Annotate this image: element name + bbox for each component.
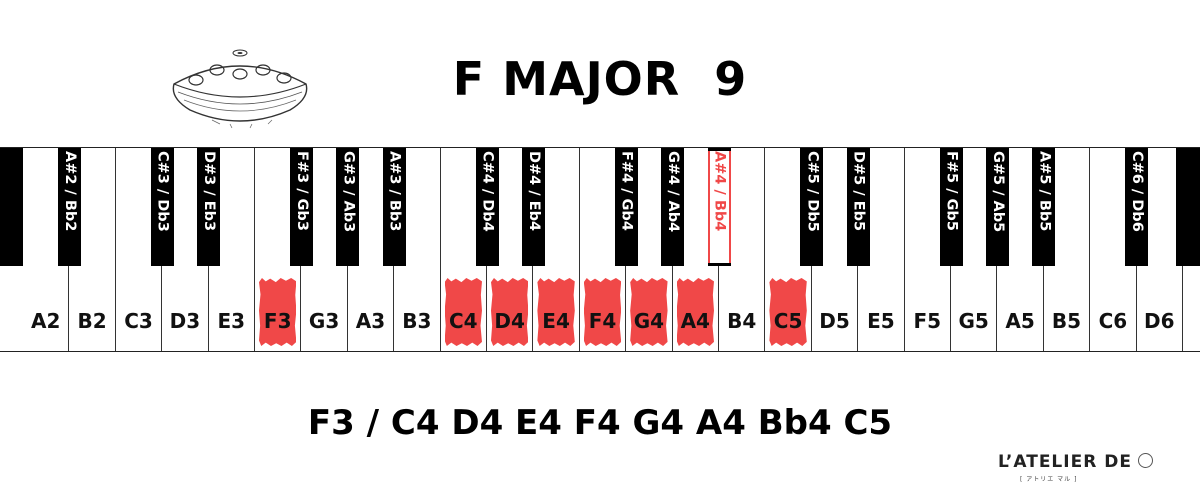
white-key-label: E5	[867, 309, 895, 333]
black-key-label: C#3 / Db3	[154, 151, 171, 232]
black-key-c-sharp4: C#4 / Db4	[475, 148, 499, 266]
black-key-a-sharp2: A#2 / Bb2	[57, 148, 81, 266]
white-key-label: C3	[124, 309, 153, 333]
black-key-label: C#5 / Db5	[804, 151, 821, 232]
black-key-label: C#4 / Db4	[479, 151, 496, 232]
scale-highlight	[583, 278, 622, 346]
white-key-label: B5	[1051, 309, 1082, 333]
white-key-label: B4	[727, 309, 757, 333]
scale-highlight	[537, 278, 575, 346]
scale-highlight	[676, 278, 714, 346]
white-key-label: D5	[819, 309, 850, 333]
piano-keyboard: A2 B2 C3 D3 E3 F3 G3 A3 B3 C4 D4 E4 F4 G4 A4 B4 C5 D5 E5 F5…	[0, 147, 1200, 352]
black-key-label: A#2 / Bb2	[61, 151, 78, 232]
black-key-a-sharp5: A#5 / Bb5	[1032, 148, 1056, 266]
white-key-label: C5	[773, 309, 803, 333]
black-key-g-sharp4: G#4 / Ab4	[661, 148, 685, 266]
brand-name: L’ATELIER DE	[998, 452, 1132, 472]
scale-notes: F3 / C4 D4 E4 F4 G4 A4 Bb4 C5	[307, 403, 893, 443]
black-key-c-sharp5: C#5 / Db5	[800, 148, 824, 266]
white-key-label: D4	[494, 309, 525, 333]
black-key-f-sharp4: F#4 / Gb4	[614, 148, 638, 266]
black-key-label: G#3 / Ab3	[340, 151, 357, 233]
white-key-b5: B5	[1043, 148, 1091, 351]
white-key-label: G5	[958, 309, 989, 333]
black-key-f-sharp3: F#3 / Gb3	[289, 148, 313, 266]
black-key-c-sharp6: C#6 / Db6	[1125, 148, 1149, 266]
white-key-label: A3	[355, 309, 386, 333]
black-key-g-sharp3: G#3 / Ab3	[336, 148, 360, 266]
edge-black-key-right	[1176, 148, 1200, 266]
black-key-label: F#4 / Gb4	[618, 151, 635, 231]
black-key-label: A#5 / Bb5	[1036, 151, 1053, 232]
scale-highlight	[444, 278, 482, 346]
white-key-label: E3	[217, 309, 246, 333]
black-key-label: D#5 / Eb5	[850, 151, 867, 232]
edge-black-key-left	[0, 148, 23, 266]
black-key-c-sharp3: C#3 / Db3	[150, 148, 174, 266]
black-key-label: D#3 / Eb3	[201, 151, 218, 232]
black-key-d-sharp4: D#4 / Eb4	[521, 148, 545, 266]
white-key-label: A5	[1005, 309, 1035, 333]
scale-highlight	[491, 278, 529, 346]
black-key-label: A#3 / Bb3	[386, 151, 403, 232]
white-key-label: A4	[680, 309, 710, 333]
white-key-label: D6	[1144, 309, 1175, 333]
black-key-label: A#4 / Bb4	[707, 151, 731, 263]
white-key-label: F5	[913, 309, 942, 333]
white-key-label: G4	[633, 309, 665, 333]
black-key-a-sharp4: A#4 / Bb4	[707, 148, 731, 266]
black-key-f-sharp5: F#5 / Gb5	[939, 148, 963, 266]
white-key-label: F3	[263, 309, 292, 333]
brand-subtitle: [ アトリエ マル ]	[1020, 476, 1078, 483]
white-key-label: F4	[588, 309, 617, 333]
scale-highlight	[630, 278, 668, 346]
black-key-a-sharp3: A#3 / Bb3	[382, 148, 406, 266]
black-key-label: G#5 / Ab5	[989, 151, 1006, 233]
white-key-label: D3	[169, 309, 201, 333]
scale-highlight	[259, 278, 297, 346]
black-key-d-sharp5: D#5 / Eb5	[846, 148, 870, 266]
brand-logo: L’ATELIER DE	[998, 452, 1153, 472]
black-key-label: F#5 / Gb5	[943, 151, 960, 231]
black-key-label: C#6 / Db6	[1129, 151, 1146, 232]
black-key-label: D#4 / Eb4	[525, 151, 542, 232]
black-key-label: G#4 / Ab4	[665, 151, 682, 233]
page-title: F MAJOR 9	[452, 52, 748, 106]
white-key-label: A2	[30, 309, 61, 333]
white-key-label: C4	[448, 309, 478, 333]
white-key-label: G3	[308, 309, 340, 333]
white-key-label: E4	[542, 309, 570, 333]
black-key-g-sharp5: G#5 / Ab5	[985, 148, 1009, 266]
black-key-label: F#3 / Gb3	[293, 151, 310, 231]
black-key-d-sharp3: D#3 / Eb3	[197, 148, 221, 266]
scale-highlight	[769, 278, 807, 346]
white-key-label: B3	[402, 309, 432, 333]
handpan-icon	[172, 49, 308, 129]
circle-icon	[1137, 453, 1153, 468]
white-key-label: B2	[77, 309, 107, 333]
white-key-label: C6	[1098, 309, 1128, 333]
